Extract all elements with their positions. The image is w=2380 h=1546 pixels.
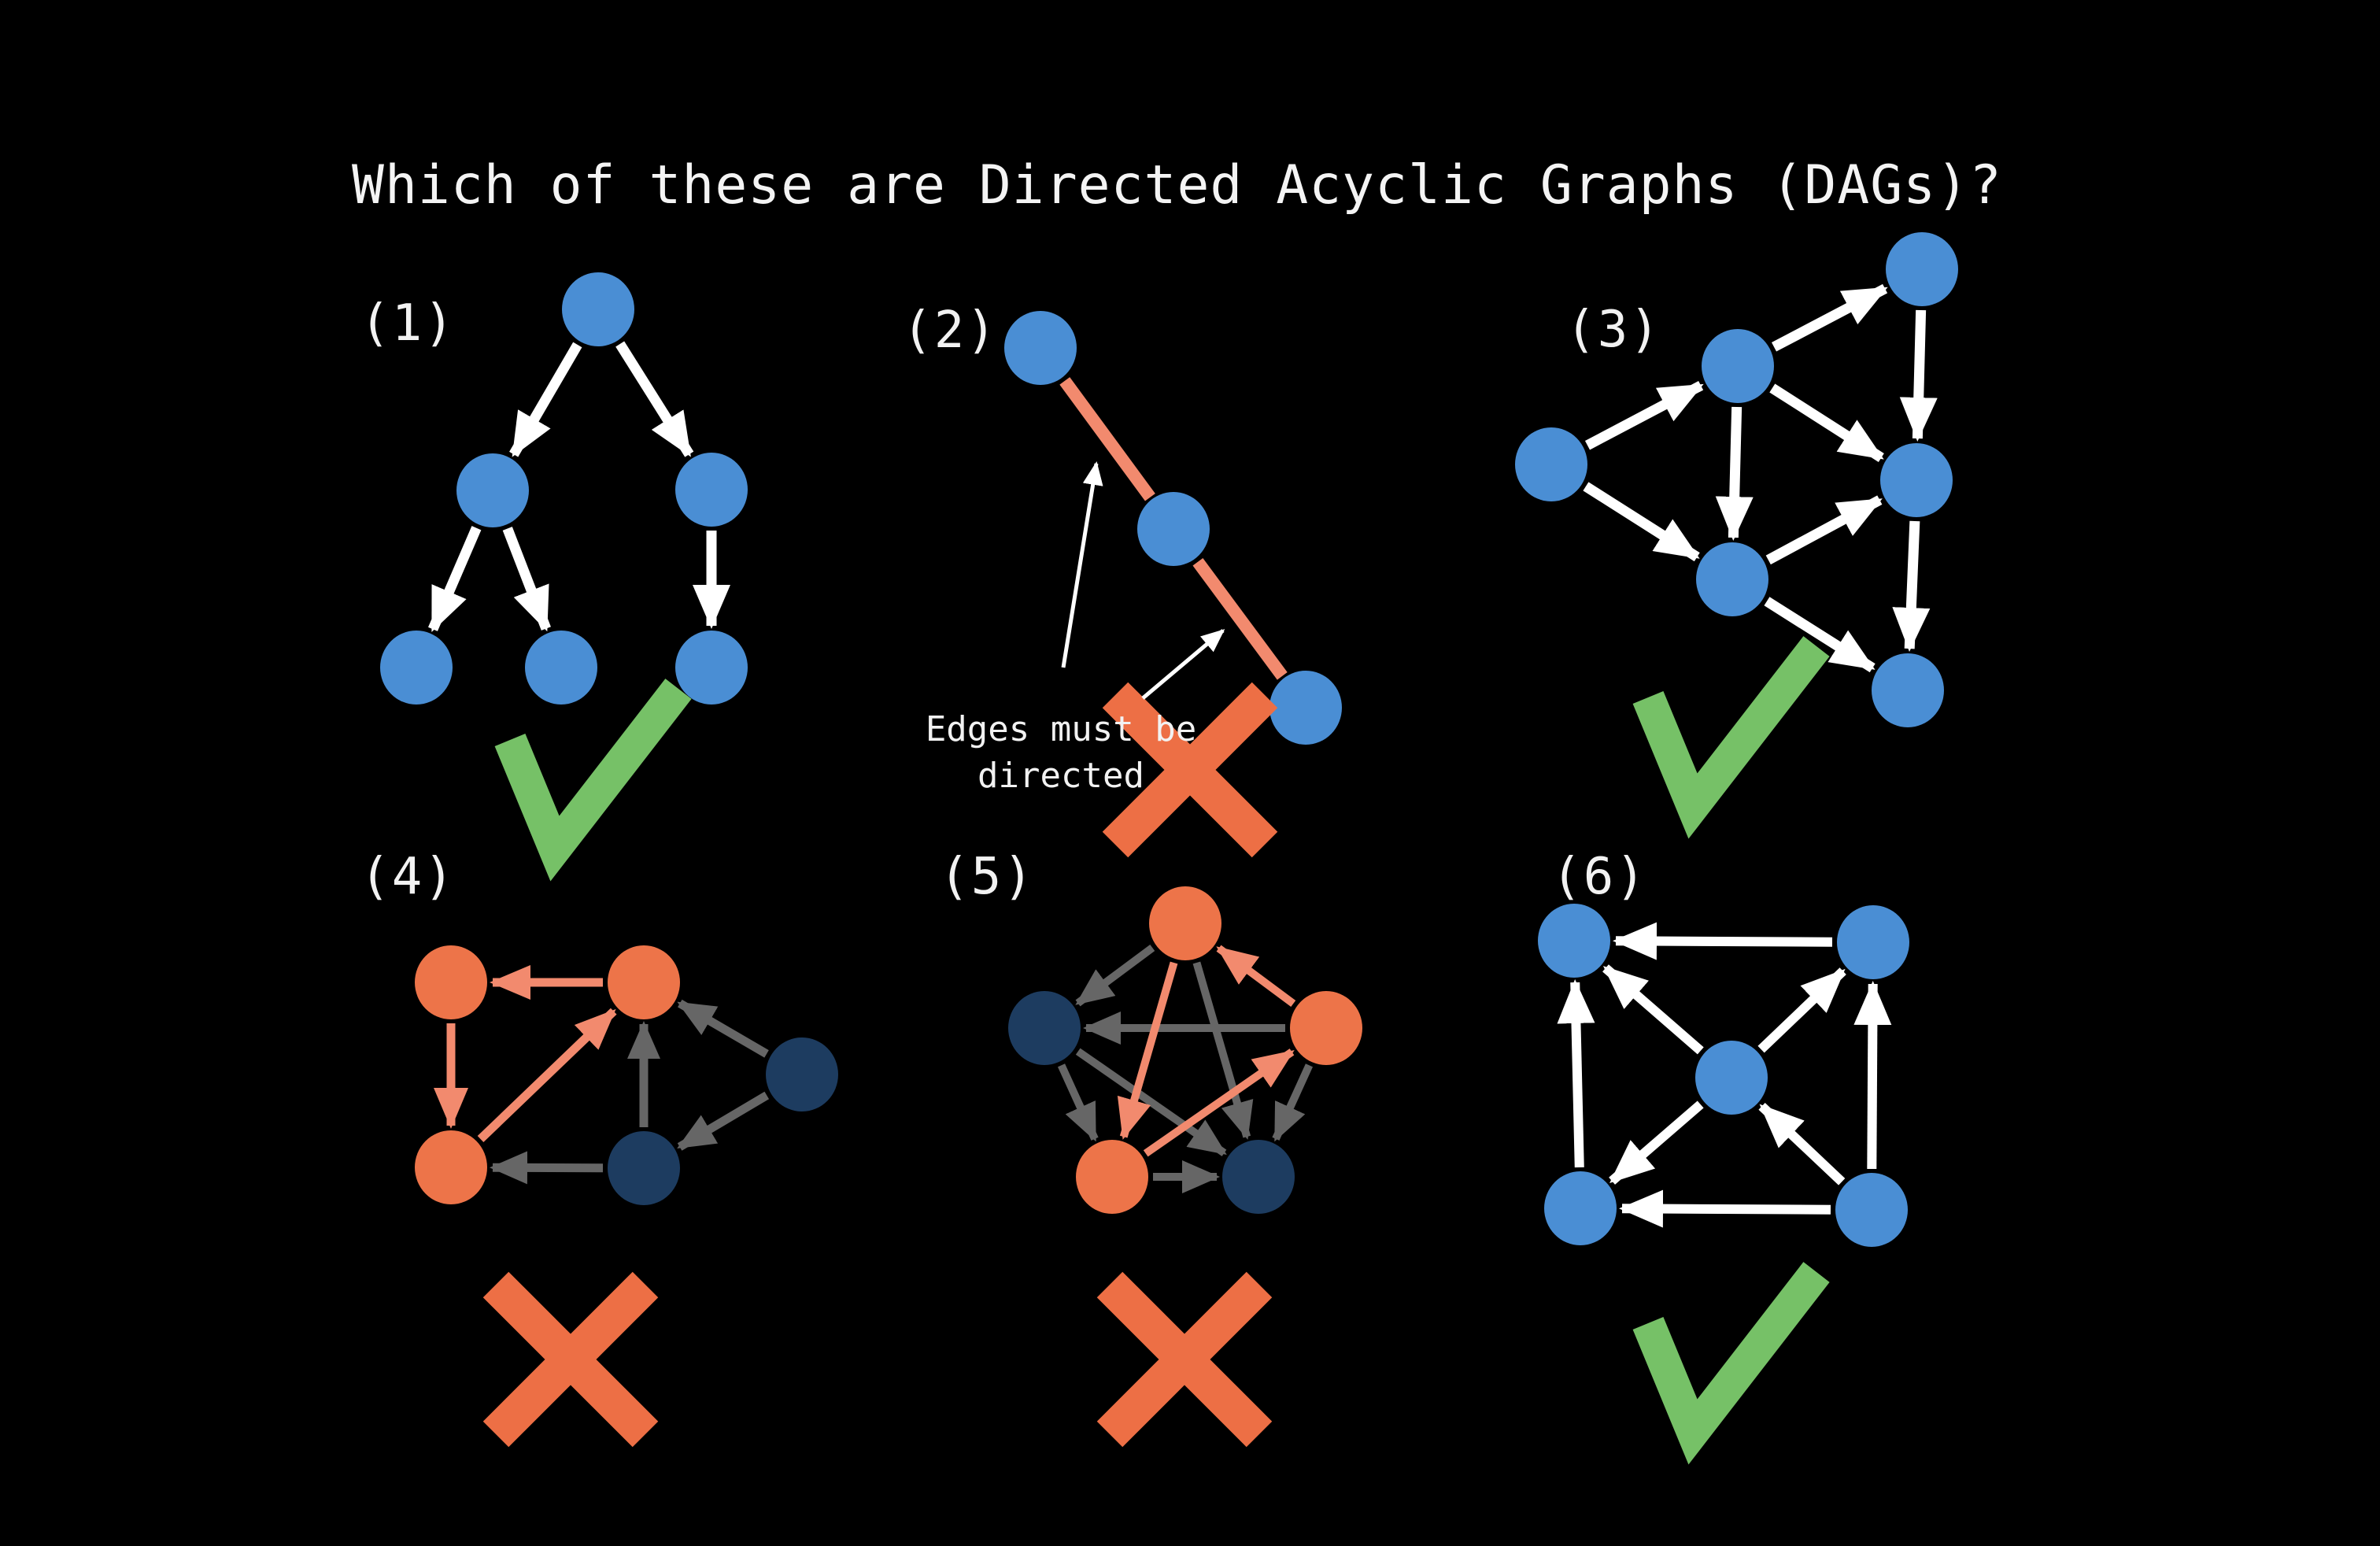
- graph-edge: [509, 342, 582, 457]
- graph-node: [1222, 1140, 1295, 1214]
- graph-edge: [1075, 1048, 1227, 1156]
- panel-4-label: (4): [360, 848, 456, 906]
- verdict-check-mark: [494, 679, 692, 882]
- graph-node: [1695, 1041, 1768, 1115]
- graph-node: [1515, 427, 1587, 501]
- graph-edge: [1618, 1189, 1831, 1228]
- panel-5-label: (5): [939, 848, 1035, 906]
- panel-1-graph: [380, 272, 748, 882]
- graph-edge: [1117, 961, 1178, 1140]
- verdict-cross-mark: [1102, 682, 1278, 858]
- graph-node: [1004, 311, 1077, 385]
- graph-edge: [477, 1008, 617, 1142]
- graph-node: [1880, 443, 1953, 517]
- graph-node: [1835, 1173, 1908, 1247]
- graph-edge: [677, 1091, 770, 1151]
- graph-edge: [1892, 520, 1931, 653]
- graph-edge: [1192, 558, 1288, 680]
- graph-edge: [1772, 283, 1888, 352]
- edges-must-be-directed-note: Edges must be directed: [926, 706, 1196, 799]
- panel-3-graph: [1515, 232, 1958, 839]
- verdict-cross-mark: [1096, 1271, 1273, 1448]
- graph-edge: [1059, 377, 1155, 501]
- graph-node: [608, 1131, 680, 1205]
- graph-node: [608, 945, 680, 1019]
- graph-node: [1290, 991, 1362, 1065]
- graph-node: [415, 1130, 487, 1204]
- graph-node: [415, 945, 487, 1019]
- graph-edge: [1057, 1063, 1099, 1142]
- graph-edge: [1769, 383, 1884, 462]
- graph-node: [1872, 653, 1944, 727]
- graph-node: [525, 631, 597, 705]
- graph-node: [1008, 991, 1081, 1065]
- graph-edge: [428, 526, 482, 633]
- annotation-line-2: directed: [978, 756, 1144, 796]
- panel-2-graph: [1004, 311, 1342, 858]
- graph-edge: [1075, 944, 1155, 1007]
- graph-node: [1886, 232, 1958, 306]
- panel-3-label: (3): [1565, 301, 1661, 359]
- graph-node: [1702, 329, 1774, 403]
- annotation-arrow: [1141, 629, 1225, 700]
- graph-node: [1696, 542, 1768, 616]
- graph-edge: [1192, 961, 1254, 1140]
- verdict-check-mark: [1632, 636, 1830, 839]
- graph-edge: [502, 527, 551, 632]
- graph-edge: [1715, 406, 1754, 542]
- graph-edge: [1899, 309, 1938, 442]
- graph-edge: [615, 341, 694, 457]
- graph-node: [380, 631, 453, 705]
- graph-edge: [1143, 1049, 1295, 1157]
- graph-edge: [1583, 482, 1700, 562]
- graph-node: [675, 453, 748, 527]
- verdict-cross-mark: [482, 1271, 659, 1448]
- graph-node: [1269, 671, 1342, 745]
- graph-node: [675, 631, 748, 705]
- panel-1-label: (1): [360, 294, 456, 353]
- annotation-arrow: [1061, 461, 1103, 668]
- graph-node: [766, 1037, 838, 1111]
- graph-node: [1538, 904, 1610, 978]
- panel-2-label: (2): [902, 301, 998, 360]
- graph-node: [1149, 886, 1221, 960]
- annotation-line-1: Edges must be: [925, 709, 1197, 749]
- graph-edge: [1765, 495, 1883, 565]
- page-title: Which of these are Directed Acyclic Grap…: [352, 154, 2002, 216]
- graph-edge: [1272, 1063, 1314, 1142]
- graph-edge: [677, 999, 769, 1058]
- graph-edge: [1764, 597, 1876, 673]
- graph-edge: [1757, 967, 1846, 1053]
- panel-6-label: (6): [1551, 848, 1647, 906]
- graph-edge: [1557, 978, 1595, 1168]
- graph-node: [1076, 1140, 1148, 1214]
- graph-node: [456, 453, 529, 527]
- graph-node: [1544, 1171, 1617, 1245]
- graph-node: [1837, 905, 1909, 979]
- verdict-check-mark: [1632, 1262, 1830, 1465]
- graph-edge: [1609, 1100, 1704, 1185]
- graph-node: [562, 272, 634, 346]
- graph-edge: [1216, 945, 1296, 1008]
- graph-edge: [1584, 380, 1704, 450]
- graph-node: [1137, 492, 1210, 566]
- graph-edge: [1758, 1103, 1846, 1185]
- panel-6-graph: [1538, 904, 1909, 1465]
- panel-4-graph: [415, 945, 838, 1448]
- panel-5-graph: [1008, 886, 1362, 1448]
- graph-edge: [1602, 964, 1704, 1055]
- graph-edge: [489, 1151, 604, 1185]
